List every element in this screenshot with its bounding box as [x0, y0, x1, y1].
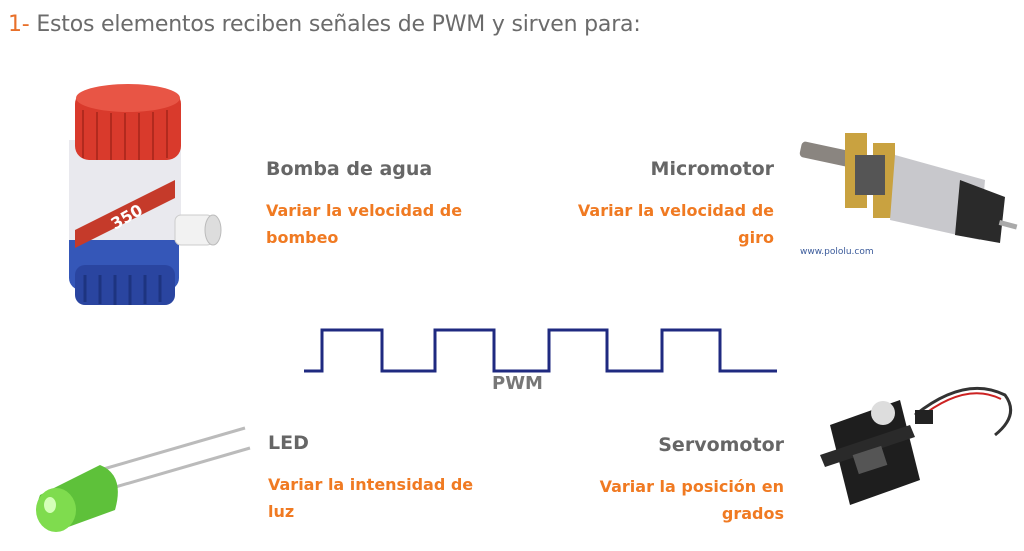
- led-title: LED: [268, 432, 309, 454]
- water-pump-image: 350: [69, 84, 222, 305]
- micromotor-title: Micromotor: [650, 158, 774, 180]
- servomotor-image: [820, 386, 1013, 505]
- servomotor-title: Servomotor: [658, 434, 784, 456]
- pwm-label: PWM: [492, 373, 543, 394]
- micromotor-image: [799, 133, 1018, 243]
- image-caption: www.pololu.com: [800, 247, 874, 257]
- slide-title: 1- Estos elementos reciben señales de PW…: [8, 12, 641, 37]
- pwm-signal-line: [304, 328, 777, 373]
- pump-title: Bomba de agua: [266, 158, 433, 180]
- led-image: [36, 426, 251, 532]
